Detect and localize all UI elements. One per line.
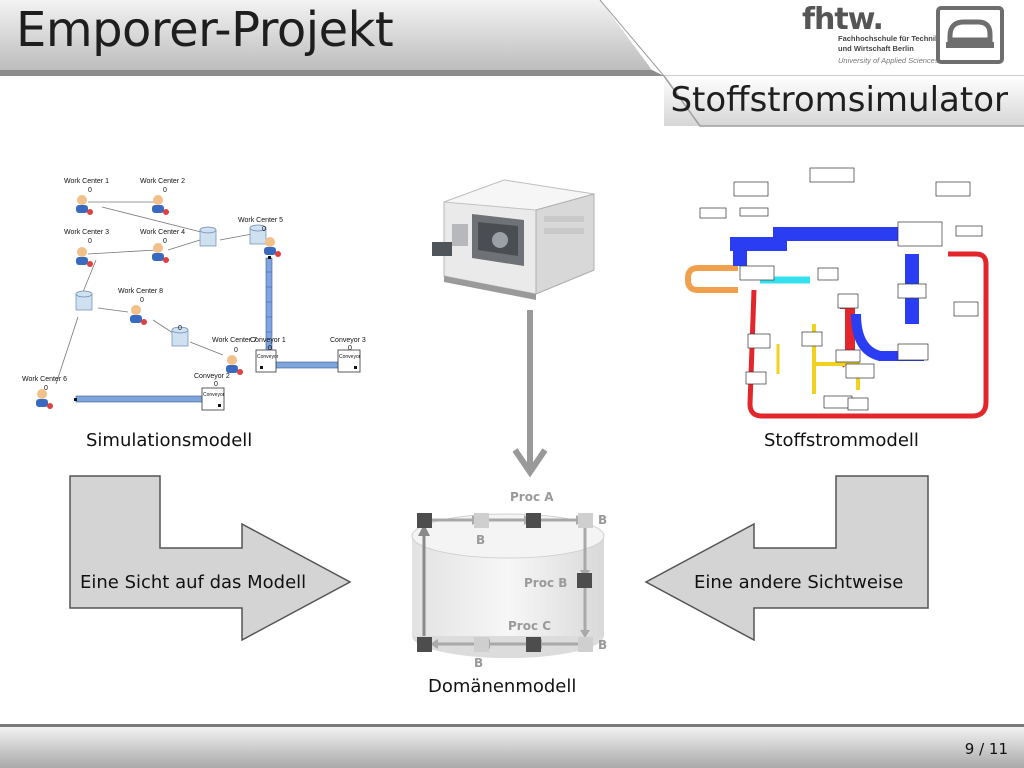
work-center-7-label: Work Center 7 xyxy=(212,337,257,344)
conveyor-2-label: Conveyor 2 xyxy=(194,373,230,380)
svg-text:0: 0 xyxy=(163,238,167,245)
work-center-2-label: Work Center 2 xyxy=(140,178,185,185)
university-logo-wordmark: fhtw. xyxy=(802,2,884,37)
svg-text:0: 0 xyxy=(348,345,352,352)
conveyor-3-label: Conveyor 3 xyxy=(330,337,366,344)
svg-text:0: 0 xyxy=(44,385,48,392)
svg-text:Conveyor: Conveyor xyxy=(257,354,279,360)
b-label-1: B xyxy=(598,513,607,527)
machine-tool-icon xyxy=(432,179,595,300)
work-center-3-label: Work Center 3 xyxy=(64,229,109,236)
proc-a-label: Proc A xyxy=(510,490,554,504)
domain-model-diagram: Proc A Proc B Proc C B B B B xyxy=(411,490,607,670)
simulation-model-caption: Simulationsmodell xyxy=(86,430,253,451)
left-bent-arrow xyxy=(69,475,352,642)
logo-line-2: und Wirtschaft Berlin xyxy=(838,44,914,53)
work-center-5-label: Work Center 5 xyxy=(238,217,283,224)
logo-line-3: University of Applied Sciences xyxy=(838,56,939,65)
material-flow-sankey-diagram xyxy=(680,164,996,422)
b-label-3: B xyxy=(598,638,607,652)
svg-text:0: 0 xyxy=(214,381,218,388)
proc-b-label: Proc B xyxy=(524,576,567,590)
proc-c-label: Proc C xyxy=(508,619,551,633)
svg-text:Conveyor: Conveyor xyxy=(339,354,361,360)
conveyor-1-label: Conveyor 1 xyxy=(250,337,286,344)
domain-model-caption: Domänenmodell xyxy=(428,676,577,697)
logo-line-1: Fachhochschule für Technik xyxy=(838,34,940,43)
slide-title: Emporer-Projekt xyxy=(16,2,394,58)
work-center-4-label: Work Center 4 xyxy=(140,229,185,236)
svg-text:0: 0 xyxy=(88,187,92,194)
svg-text:0: 0 xyxy=(140,297,144,304)
svg-text:0: 0 xyxy=(178,325,182,332)
monitor-logo-icon xyxy=(936,6,1004,64)
footer-bar xyxy=(0,727,1024,768)
work-center-6-label: Work Center 6 xyxy=(22,376,67,383)
svg-text:0: 0 xyxy=(163,187,167,194)
down-arrow-icon xyxy=(512,310,548,478)
svg-text:0: 0 xyxy=(88,238,92,245)
work-center-8-label: Work Center 8 xyxy=(118,288,163,295)
b-label-2: B xyxy=(476,533,485,547)
work-center-1-label: Work Center 1 xyxy=(64,178,109,185)
material-flow-model-caption: Stoffstrommodell xyxy=(764,430,919,451)
svg-text:0: 0 xyxy=(268,345,272,352)
slide-subtitle: Stoffstromsimulator xyxy=(670,80,1008,120)
svg-text:0: 0 xyxy=(262,226,266,233)
page-number: 9 / 11 xyxy=(964,740,1008,758)
left-arrow-label: Eine Sicht auf das Modell xyxy=(80,572,307,593)
svg-text:Conveyor: Conveyor xyxy=(203,392,225,398)
b-label-4: B xyxy=(474,656,483,670)
header-ribbon xyxy=(0,0,652,70)
right-arrow-label: Eine andere Sichtweise xyxy=(694,572,904,593)
simulation-model-diagram: Work Center 1 0 Work Center 2 0 Work Cen… xyxy=(18,172,368,420)
right-bent-arrow xyxy=(644,475,929,642)
svg-text:0: 0 xyxy=(234,347,238,354)
